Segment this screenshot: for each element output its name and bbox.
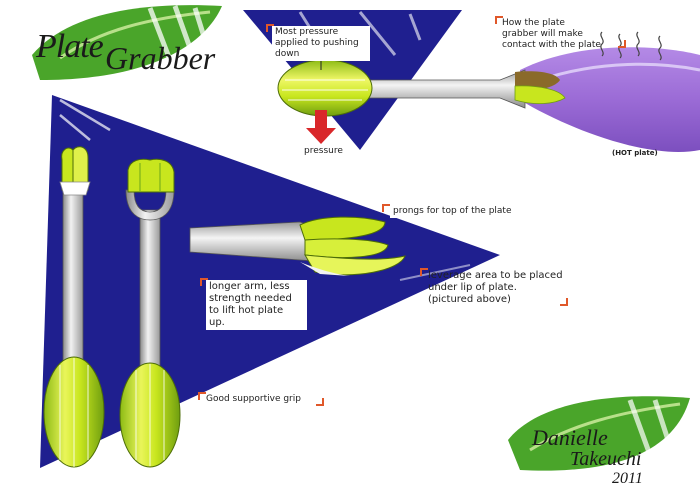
prong-detail-view [189, 216, 406, 276]
bracket-longer-arm [200, 278, 208, 286]
signature-leaf-icon [508, 396, 690, 471]
title-grabber: Grabber [105, 40, 216, 76]
bracket-leverage-end [560, 298, 568, 306]
pressure-arrow-icon [306, 54, 336, 144]
note-hot-plate: (HOT plate) [612, 149, 658, 157]
note-how-contact: How the plate grabber will make contact … [502, 18, 601, 50]
bracket-most-pressure [266, 24, 274, 32]
bracket-grip [198, 392, 206, 400]
bracket-prongs [382, 204, 390, 212]
bracket-grip-end [316, 398, 324, 406]
plate-grabber-front-view [43, 146, 105, 468]
note-leverage: leverage area to be placed under lip of … [428, 270, 563, 305]
note-most-pressure: Most pressure applied to pushing down [272, 26, 370, 61]
note-prongs: prongs for top of the plate [390, 205, 566, 218]
signature-name-line2: Takeuchi [570, 448, 642, 470]
signature-year: 2011 [612, 470, 643, 487]
plate-grabber-side-view [277, 47, 700, 152]
note-grip: Good supportive grip [206, 394, 301, 404]
note-pressure-label: pressure [304, 146, 343, 156]
note-longer-arm: longer arm, less strength needed to lift… [206, 280, 307, 330]
bracket-how-contact-end [618, 40, 626, 48]
grip-horizontal [277, 59, 373, 117]
bracket-leverage [420, 268, 428, 276]
signature-name-line1: Danielle [532, 425, 608, 450]
title-leaf-icon [32, 5, 222, 80]
title-plate: Plate [36, 28, 104, 65]
plate-grabber-back-view [119, 158, 181, 468]
bracket-how-contact [495, 16, 503, 24]
